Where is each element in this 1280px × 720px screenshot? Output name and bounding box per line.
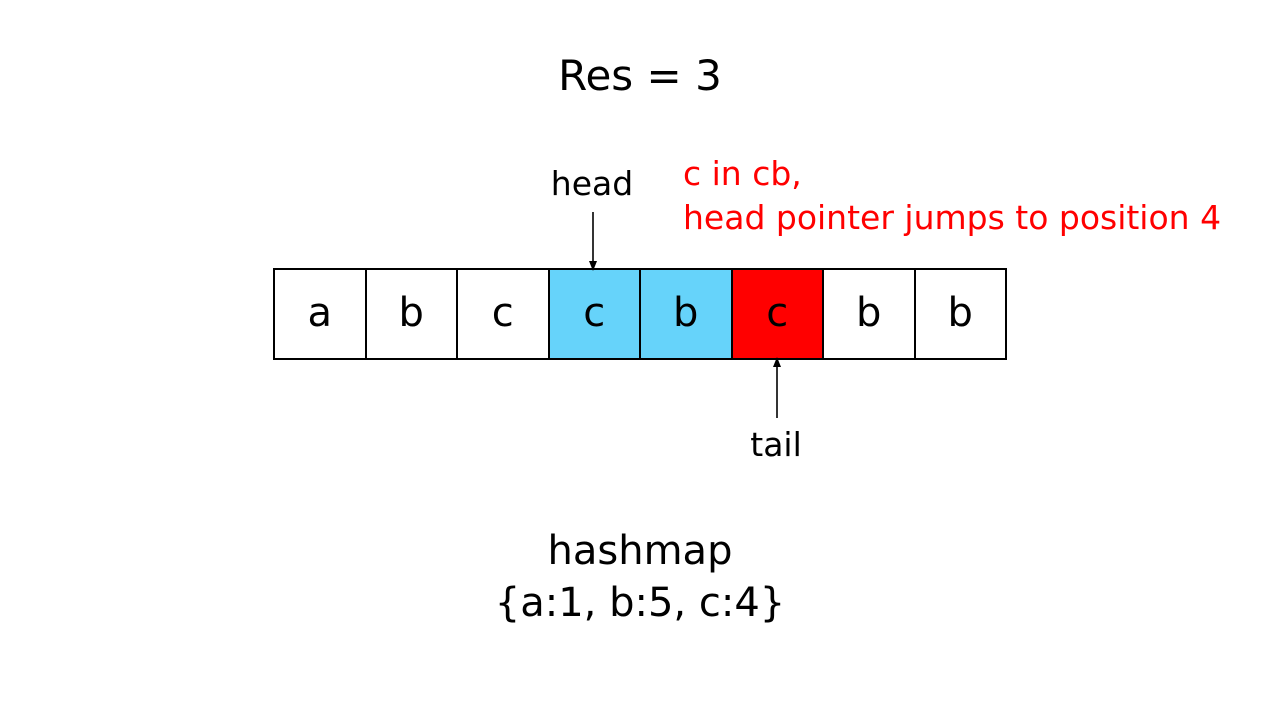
array-cell-1: b [366,270,458,358]
array-cell-5: c [732,270,824,358]
annotation-note-line-2: head pointer jumps to position 4 [683,198,1222,237]
array-cell-6: b [824,270,916,358]
annotation-note-line-1: c in cb, [683,154,802,193]
string-array: a b c c b c b b [273,268,1007,360]
array-cell-7: b [915,270,1007,358]
array-cell-0: a [275,270,367,358]
annotation-note: c in cb, head pointer jumps to position … [683,152,1221,240]
tail-pointer-label: tail [750,425,802,464]
array-cell-3: c [549,270,641,358]
hashmap-value: {a:1, b:5, c:4} [494,580,786,626]
array-cell-2: c [458,270,550,358]
head-pointer-label: head [550,164,634,203]
hashmap-title: hashmap [547,528,733,574]
result-label: Res = 3 [558,51,722,100]
array-cell-4: b [641,270,733,358]
